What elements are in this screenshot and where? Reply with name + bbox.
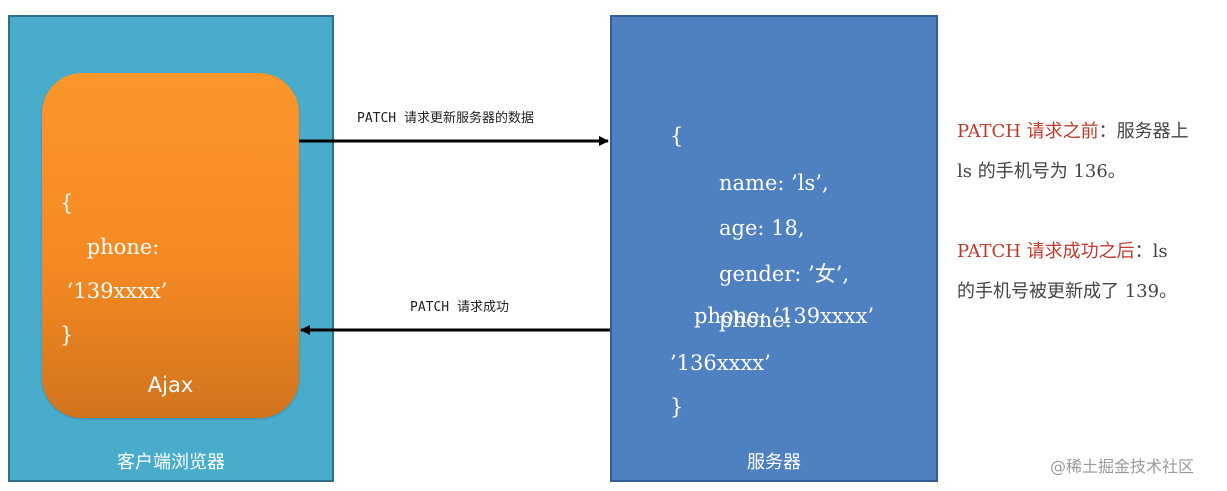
- ajax-label: Ajax: [147, 373, 194, 397]
- request-arrow-label: PATCH 请求更新服务器的数据: [357, 111, 534, 126]
- server-code-phone-new: phone: ’139xxxx’: [694, 304, 875, 328]
- server-code-age: age: 18,: [719, 216, 805, 240]
- ajax-code: { phone: ‘139xxxx’ }: [60, 181, 167, 357]
- ajax-code-line: }: [60, 323, 74, 347]
- ajax-card: { phone: ‘139xxxx’ } Ajax: [42, 73, 299, 418]
- server-code-phone-old-key: phone:: [719, 308, 792, 332]
- server-code-brace-open: {: [670, 124, 684, 148]
- server-label: 服务器: [747, 452, 801, 473]
- response-arrow-label: PATCH 请求成功: [410, 300, 509, 315]
- server-box: 服务器: [610, 15, 938, 482]
- note-before: PATCH 请求之前：服务器上 ls 的手机号为 136。: [957, 112, 1189, 192]
- ajax-code-line: ‘139xxxx’: [60, 279, 168, 303]
- note-after-title: PATCH 请求成功之后: [957, 241, 1135, 262]
- watermark: @稀土掘金技术社区: [1050, 457, 1195, 476]
- ajax-code-line: phone:: [60, 235, 160, 259]
- note-before-text-2: ls 的手机号为 136。: [957, 161, 1126, 182]
- note-after-text-2: 的手机号被更新成了 139。: [957, 281, 1178, 302]
- note-before-title: PATCH 请求之前: [957, 121, 1099, 142]
- note-before-text-1: ：服务器上: [1098, 121, 1189, 142]
- ajax-code-line: {: [60, 191, 74, 215]
- server-code-name: name: ’ls’,: [719, 171, 829, 195]
- server-code-phone-old-value: ’136xxxx’: [670, 351, 771, 375]
- note-after: PATCH 请求成功之后：ls 的手机号被更新成了 139。: [957, 232, 1177, 312]
- server-code-gender: gender: ’女’,: [719, 262, 850, 286]
- server-code-brace-close: }: [670, 395, 684, 419]
- note-after-text-1: ：ls: [1134, 241, 1168, 262]
- client-browser-label: 客户端浏览器: [117, 452, 225, 473]
